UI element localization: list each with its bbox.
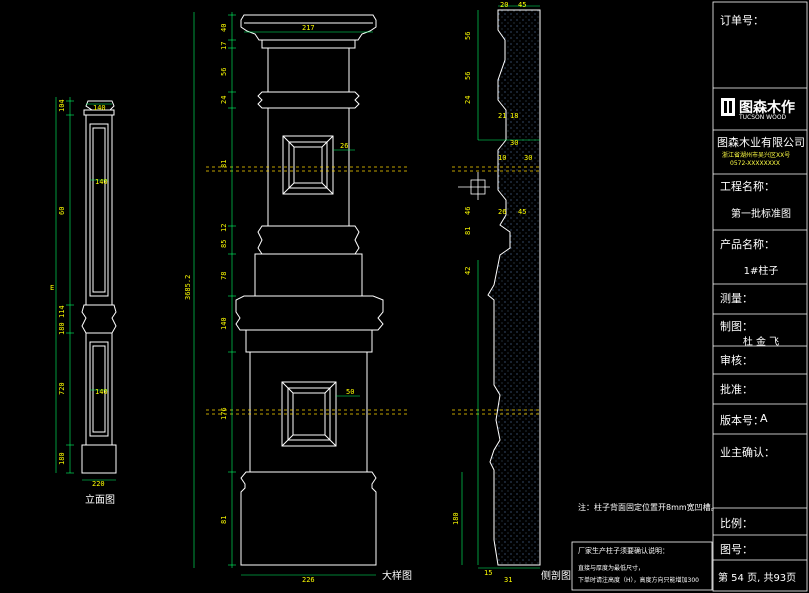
dim-detail-v2: 56: [220, 68, 228, 76]
dim-elev-v5: 720: [58, 382, 66, 395]
elevation-view: [81, 100, 117, 474]
section-label: 侧剖图: [541, 569, 571, 582]
company-logo-icon: [721, 98, 735, 116]
dim-detail-v9: 176: [220, 407, 228, 420]
dim-section-top-b: 45: [518, 1, 526, 9]
page-info: 第 54 页, 共93页: [718, 573, 797, 584]
dim-section-m0: 21: [498, 112, 506, 120]
version-label: 版本号：: [720, 414, 764, 427]
dim-detail-panel-a: 26: [340, 142, 348, 150]
dim-detail-v3: 24: [220, 96, 228, 104]
elevation-dim-text: 140 220 140 140 E 104 60 114 180 720 180: [50, 99, 108, 488]
detail-view: [235, 14, 384, 566]
dim-section-l0: 56: [464, 32, 472, 40]
note-box-line2: 下单时请注高度（H），高度方向只能增加300: [578, 576, 699, 584]
dim-detail-v10: 81: [220, 516, 228, 524]
detail-dimensions: [193, 12, 376, 576]
approve-label: 批准：: [720, 383, 753, 396]
dim-section-45: 45: [518, 208, 526, 216]
dim-section-bottom: 180: [452, 512, 460, 525]
dim-detail-v4: 81: [220, 160, 228, 168]
dim-elev-overall: E: [50, 284, 54, 292]
note-box: 厂家生产柱子须要确认说明： 直接与厚度为最低尺寸， 下单时请注高度（H），高度方…: [571, 541, 713, 591]
detail-label: 大样图: [382, 569, 412, 582]
section-crosshair: [458, 172, 490, 200]
elevation-dimensions: [55, 97, 116, 481]
project-label: 工程名称：: [720, 180, 775, 193]
dim-section-bottom-a: 15: [484, 569, 492, 577]
dim-elev-v6: 180: [58, 452, 66, 465]
section-view: [487, 9, 541, 566]
elevation-label: 立面图: [85, 493, 115, 506]
product-label: 产品名称：: [720, 238, 775, 251]
drawing-no-label: 图号：: [720, 543, 753, 556]
logo-text: 图森木作: [739, 100, 795, 116]
detail-dim-text: 217 226 3685.2 26 50 40 17 56 24 81 12 8…: [184, 24, 354, 584]
dim-detail-v5: 12: [220, 224, 228, 232]
dim-section-l2: 24: [464, 96, 472, 104]
project-value: 第一批标准图: [731, 209, 791, 220]
dim-detail-v1: 17: [220, 42, 228, 50]
version-value: A: [760, 412, 768, 425]
dim-section-l3: 81: [464, 227, 472, 235]
company-address: 浙江省湖州市吴兴区XX号: [722, 152, 791, 159]
drawn-label: 制图：: [720, 320, 753, 333]
note-box-title: 厂家生产柱子须要确认说明：: [578, 546, 669, 555]
dim-elev-mid-a: 140: [95, 178, 108, 186]
dim-detail-v6: 85: [220, 240, 228, 248]
order-no-label: 订单号：: [720, 14, 764, 27]
dim-elev-v2: 60: [58, 207, 66, 215]
logo-text-en: TUCSON WOOD: [739, 114, 787, 121]
dim-detail-bottom: 226: [302, 576, 315, 584]
detail-centerlines: [206, 166, 410, 415]
dim-section-m3: 30: [510, 139, 518, 147]
section-dimensions: [461, 5, 540, 569]
section-centerlines: [452, 166, 540, 415]
company-name: 图森木业有限公司: [717, 136, 805, 149]
dim-section-l4: 46: [464, 207, 472, 215]
dim-detail-v8: 140: [220, 317, 228, 330]
review-label: 审核：: [720, 354, 753, 367]
company-phone: 0572-XXXXXXXX: [730, 160, 781, 167]
dim-section-m5: 26: [498, 208, 506, 216]
title-block-frame: [712, 1, 808, 592]
dim-detail-panel-b: 50: [346, 388, 354, 396]
section-dim-text: 20 45 56 56 24 81 46 42 21 18 10 30 30 2…: [452, 1, 532, 584]
dim-detail-overall: 3685.2: [184, 275, 192, 300]
dim-elev-v4: 180: [58, 322, 66, 335]
survey-label: 测量：: [720, 292, 753, 305]
dim-elev-top: 140: [93, 104, 106, 112]
note-groove: 注：柱子背面固定位置开8mm宽凹槽。: [578, 502, 719, 512]
dim-section-top-a: 20: [500, 1, 508, 9]
dim-section-l1: 56: [464, 72, 472, 80]
dim-elev-bottom: 220: [92, 480, 105, 488]
dim-section-m4: 30: [524, 154, 532, 162]
scale-label: 比例：: [720, 517, 753, 530]
dim-elev-mid-b: 140: [95, 388, 108, 396]
dim-section-m2: 10: [498, 154, 506, 162]
product-value: 1#柱子: [743, 266, 779, 277]
owner-confirm-label: 业主确认：: [720, 446, 775, 459]
dim-elev-v3: 114: [58, 305, 66, 318]
dim-section-l5: 42: [464, 267, 472, 275]
dim-detail-top: 217: [302, 24, 315, 32]
dim-elev-v1: 104: [58, 99, 66, 112]
section-hatch: [487, 9, 541, 566]
drawn-value: 杜 金 飞: [742, 337, 780, 348]
dim-detail-v0: 40: [220, 24, 228, 32]
note-box-line1: 直接与厚度为最低尺寸，: [578, 564, 644, 572]
dim-section-bottom-b: 31: [504, 576, 512, 584]
dim-section-m1: 18: [510, 112, 518, 120]
dim-detail-v7: 78: [220, 272, 228, 280]
